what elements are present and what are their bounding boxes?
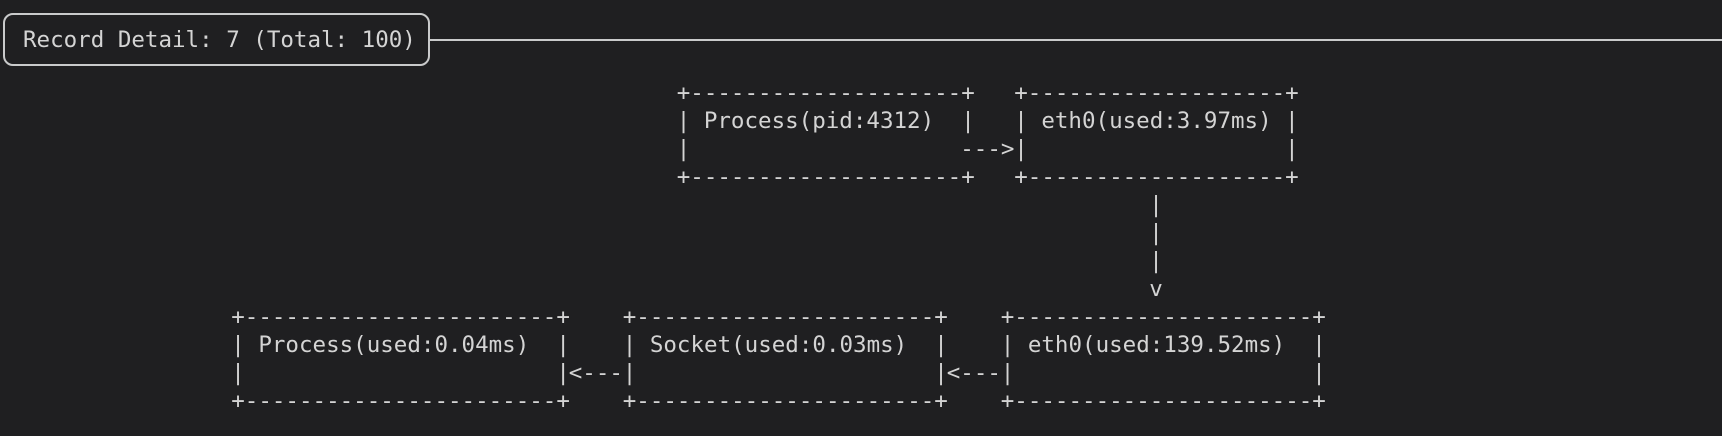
- record-detail-panel-title: Record Detail: 7 (Total: 100): [3, 13, 430, 66]
- node-process-receive: +-----------------------+ | Process(used…: [231, 304, 570, 414]
- arrow-left-icon-eth0-to-socket: <---: [946, 360, 1001, 386]
- arrow-right-icon: --->: [960, 136, 1015, 162]
- record-detail-title-text: Record Detail: 7 (Total: 100): [23, 26, 416, 53]
- node-process-pid-4312: +--------------------+ | Process(pid:431…: [676, 80, 975, 190]
- panel-border-line: [430, 39, 1722, 41]
- arrow-left-icon-socket-to-process: <---: [568, 360, 623, 386]
- node-eth0-sent: +-------------------+ | eth0(used:3.97ms…: [1014, 80, 1299, 190]
- node-eth0-receive: +----------------------+ | eth0(used:139…: [1000, 304, 1326, 414]
- arrow-down-icon: | | | v: [1149, 192, 1163, 302]
- node-socket: +----------------------+ | Socket(used:0…: [622, 304, 948, 414]
